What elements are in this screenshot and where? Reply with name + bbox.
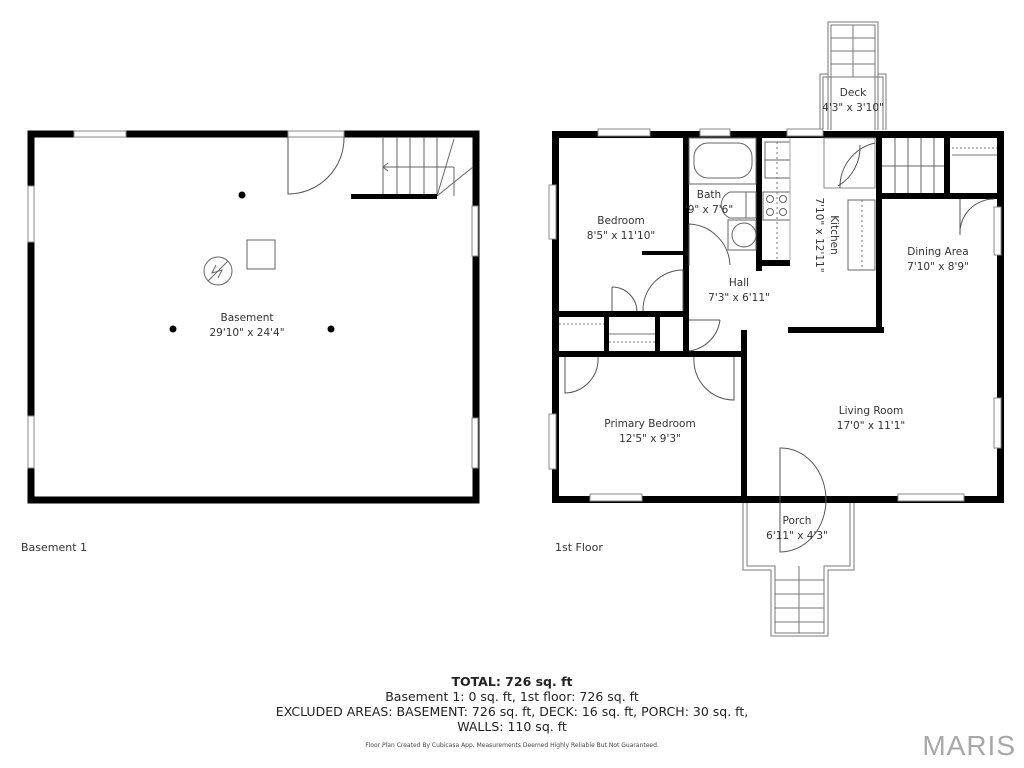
room-label-primary-bedroom: Primary Bedroom 12'5" x 9'3"	[604, 417, 695, 447]
room-name: Basement	[220, 312, 274, 324]
support-post-icon	[169, 191, 335, 333]
room-label-basement: Basement 29'10" x 24'4"	[209, 311, 284, 341]
room-dimensions: 12'5" x 9'3"	[619, 433, 681, 445]
window-icon	[548, 128, 1002, 502]
room-name: Porch	[782, 515, 812, 527]
area-summary: TOTAL: 726 sq. ft Basement 1: 0 sq. ft, …	[0, 674, 1024, 734]
window-icon	[27, 130, 479, 469]
bathtub-icon	[688, 137, 757, 185]
room-label-dining-area: Dining Area 7'10" x 8'9"	[907, 245, 969, 275]
porch-outline	[742, 500, 855, 637]
excluded-areas: EXCLUDED AREAS: BASEMENT: 726 sq. ft, DE…	[275, 704, 749, 719]
room-dimensions: 7'10" x 8'9"	[907, 261, 969, 273]
room-label-living-room: Living Room 17'0" x 11'1"	[837, 404, 905, 434]
basement-plan	[27, 130, 480, 504]
room-name: Living Room	[838, 405, 904, 417]
toilet-icon	[720, 191, 757, 219]
room-dimensions: '9" x 7'6"	[684, 204, 734, 216]
room-label-bath: Bath '9" x 7'6"	[685, 188, 733, 218]
closet-shelf-icon	[559, 147, 997, 343]
room-dimensions: 4'3" x 3'10"	[822, 102, 884, 114]
door-icon	[564, 137, 995, 553]
floor-label-first-floor: 1st Floor	[555, 541, 603, 554]
room-name: Kitchen	[828, 215, 840, 255]
room-label-hall: Hall 7'3" x 6'11"	[708, 276, 770, 306]
room-dimensions: 8'5" x 11'10"	[586, 230, 656, 242]
deck-outline	[819, 21, 887, 130]
room-label-bedroom: Bedroom 8'5" x 11'10"	[587, 214, 655, 244]
room-label-kitchen: Kitchen 7'10" x 12'11"	[811, 197, 841, 272]
stairs-icon	[382, 137, 474, 197]
floor-areas: Basement 1: 0 sq. ft, 1st floor: 726 sq.…	[385, 689, 639, 704]
water-heater-icon	[203, 256, 233, 286]
furnace-icon	[246, 239, 276, 270]
room-name: Hall	[728, 277, 750, 289]
room-dimensions: 17'0" x 11'1"	[836, 420, 906, 432]
room-label-deck: Deck 4'3" x 3'10"	[822, 86, 884, 116]
door-icon	[287, 130, 345, 195]
disclaimer: Floor Plan Created By Cubicasa App. Meas…	[365, 742, 659, 749]
room-name: Primary Bedroom	[604, 418, 696, 430]
room-name: Bedroom	[597, 215, 645, 227]
total-area: TOTAL: 726 sq. ft	[451, 674, 573, 689]
first-floor-plan	[548, 21, 1004, 637]
room-dimensions: 7'3" x 6'11"	[708, 292, 770, 304]
stove-icon	[762, 191, 791, 221]
room-dimensions: 6'11" x 4'3"	[766, 530, 828, 542]
room-name: Dining Area	[907, 246, 969, 258]
stairs-icon	[882, 138, 944, 193]
room-name: Bath	[696, 189, 722, 201]
room-name: Deck	[839, 87, 867, 99]
brand-logo: MARIS	[922, 730, 1016, 761]
floor-label-basement: Basement 1	[21, 541, 88, 554]
room-dimensions: 29'10" x 24'4"	[209, 327, 285, 339]
walls-area: WALLS: 110 sq. ft	[457, 719, 567, 734]
room-label-porch: Porch 6'11" x 4'3"	[766, 514, 828, 544]
room-dimensions: 7'10" x 12'11"	[813, 197, 825, 273]
sink-icon	[727, 219, 757, 251]
